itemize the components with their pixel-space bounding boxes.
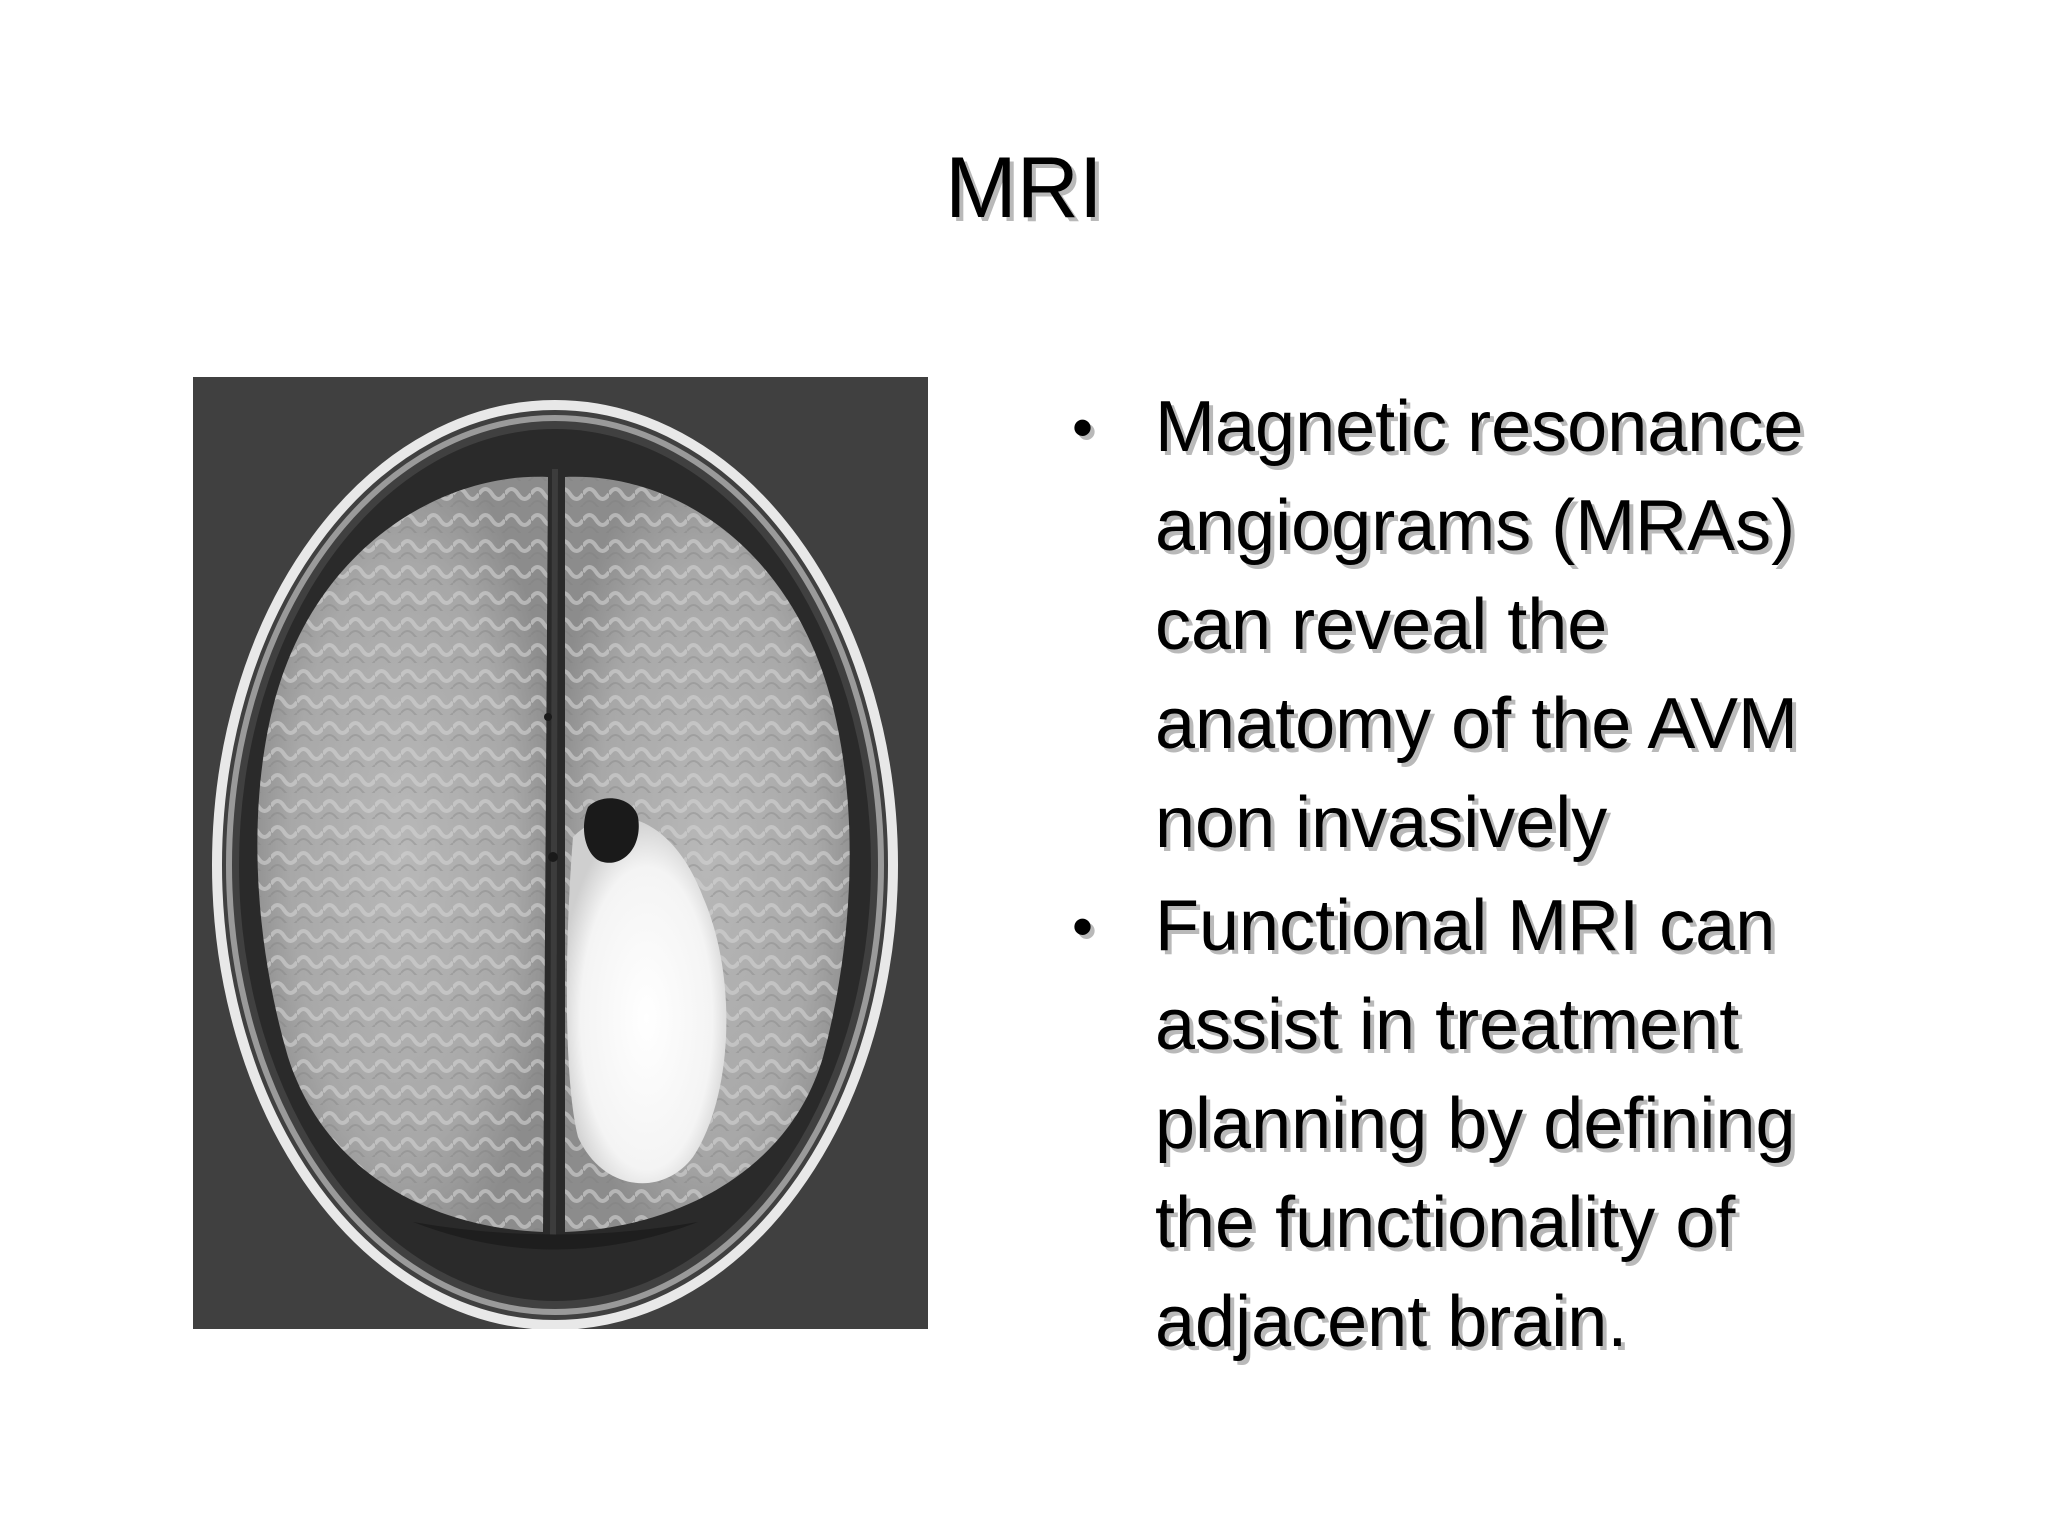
bullet-dot: • xyxy=(1072,893,1094,960)
bullet-item: • Functional MRI can assist in treatment… xyxy=(1070,877,2010,1372)
bullet-text: Magnetic resonance angiograms (MRAs) can… xyxy=(1155,387,1804,863)
bullet-list: • Magnetic resonance angiograms (MRAs) c… xyxy=(1070,378,2010,1376)
bullet-item: • Magnetic resonance angiograms (MRAs) c… xyxy=(1070,378,2010,873)
bullet-dot: • xyxy=(1072,394,1094,461)
mri-brain-image xyxy=(193,377,928,1329)
bullet-text: Functional MRI can assist in treatment p… xyxy=(1155,886,1796,1362)
slide-title: MRI xyxy=(945,140,1103,236)
